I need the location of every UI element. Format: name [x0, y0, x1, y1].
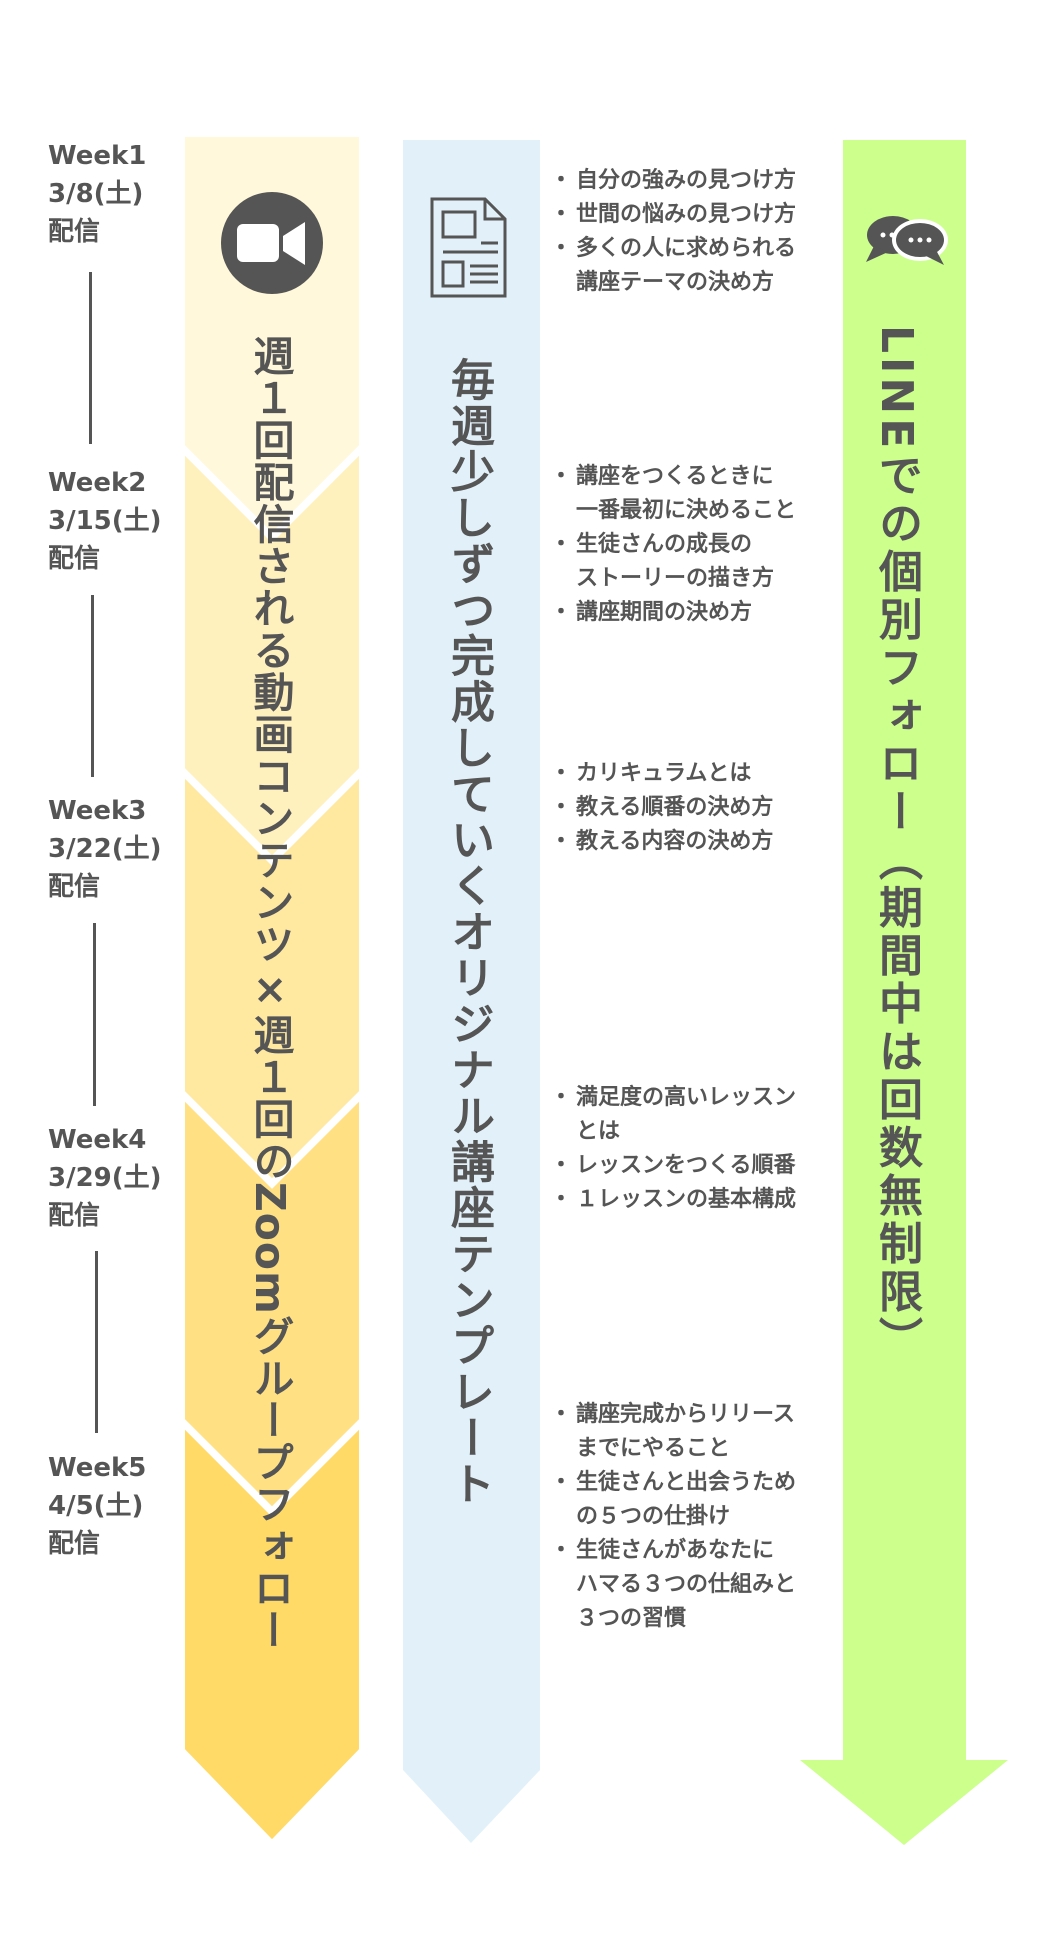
chat-bubbles-icon: [866, 216, 948, 265]
video-column-title: 週１回配信される動画コンテンツ×週１回のZoomグループフォロー: [246, 335, 294, 1651]
topic-item: 教える順番の決め方: [550, 791, 774, 825]
week-number: Week1: [48, 141, 147, 171]
week-date: 3/15(土): [48, 506, 162, 536]
week-note: 配信: [48, 544, 101, 574]
topic-line: 講座期間の決め方: [576, 600, 753, 625]
topic-item: 生徒さんの成長の ストーリーの描き方: [550, 528, 796, 596]
week-divider-line: [89, 272, 92, 444]
topic-line: ストーリーの描き方: [576, 566, 775, 591]
topic-line: レッスンをつくる順番: [576, 1153, 796, 1178]
topic-line: までにやること: [576, 1436, 731, 1461]
topic-line: 教える順番の決め方: [576, 795, 774, 820]
week-date: 4/5(土): [48, 1491, 144, 1521]
topic-line: 講座完成からリリース: [576, 1402, 795, 1427]
topic-line: 世間の悩みの見つけ方: [576, 202, 797, 227]
topic-item: 講座期間の決め方: [550, 596, 796, 630]
topic-item: 自分の強みの見つけ方: [550, 164, 797, 198]
week-label: Week5 4/5(土) 配信: [48, 1449, 146, 1563]
topic-line: カリキュラムとは: [576, 761, 752, 786]
topic-item: 満足度の高いレッスン とは: [550, 1081, 797, 1149]
video-stage-week2: [181, 446, 363, 861]
week-label: Week2 3/15(土) 配信: [48, 464, 162, 578]
video-stage-week3: [181, 769, 363, 1184]
week-note: 配信: [48, 1201, 101, 1231]
template-column-title: 毎週少しずつ完成していくオリジナル講座テンプレート: [443, 357, 494, 1507]
topic-item: １レッスンの基本構成: [550, 1183, 797, 1217]
template-column-arrow: [403, 140, 540, 1843]
line-column-arrow: [800, 140, 1008, 1845]
topic-item: 講座をつくるときに 一番最初に決めること: [550, 460, 797, 528]
week4-topics: 満足度の高いレッスン とは レッスンをつくる順番 １レッスンの基本構成: [550, 1081, 797, 1217]
week-date: 3/29(土): [48, 1163, 162, 1193]
topic-line: 満足度の高いレッスン: [576, 1085, 797, 1110]
week5-topics: 講座完成からリリース までにやること 生徒さんと出会うため の５つの仕掛け 生徒…: [550, 1398, 797, 1636]
week-divider-line: [93, 923, 96, 1106]
topic-line: 生徒さんの成長の: [576, 532, 753, 557]
topic-line: 教える内容の決め方: [576, 829, 774, 854]
week-label: Week3 3/22(土) 配信: [48, 792, 162, 906]
topic-item: 教える内容の決め方: [550, 825, 774, 859]
topic-item: レッスンをつくる順番: [550, 1149, 796, 1183]
week-date: 3/8(土): [48, 179, 144, 209]
week-number: Week3: [48, 796, 147, 826]
topic-line: の５つの仕掛け: [576, 1504, 731, 1529]
week-note: 配信: [48, 872, 101, 902]
topic-line: ハマる３つの仕組みと: [576, 1572, 797, 1597]
line-column-title: LINEでの個別フォロー（期間中は回数無制限）: [871, 325, 922, 1365]
week-label: Week1 3/8(土) 配信: [48, 137, 146, 251]
week-number: Week2: [48, 468, 147, 498]
week-divider-line: [95, 1251, 98, 1433]
video-camera-icon: [221, 192, 323, 294]
topic-item: カリキュラムとは: [550, 757, 773, 791]
topic-line: 講座をつくるときに: [576, 464, 774, 489]
document-icon: [430, 197, 507, 298]
video-stage-week4: [181, 1092, 363, 1512]
week1-topics: 自分の強みの見つけ方 世間の悩みの見つけ方 多くの人に求められる 講座テーマの決…: [550, 164, 797, 300]
topic-line: ３つの習慣: [576, 1606, 687, 1631]
topic-item: 生徒さんと出会うため の５つの仕掛け: [550, 1466, 797, 1534]
topic-item: 多くの人に求められる 講座テーマの決め方: [550, 232, 797, 300]
week-note: 配信: [48, 217, 101, 247]
topic-line: 多くの人に求められる: [576, 236, 797, 261]
topic-line: 自分の強みの見つけ方: [576, 168, 797, 193]
topic-line: 生徒さんがあなたに: [576, 1538, 775, 1563]
week-note: 配信: [48, 1529, 101, 1559]
video-column: [181, 133, 363, 1845]
topic-line: １レッスンの基本構成: [576, 1187, 797, 1212]
week-number: Week5: [48, 1453, 147, 1483]
topic-line: とは: [576, 1119, 621, 1144]
video-stage-week5: [181, 1420, 363, 1845]
topic-item: 世間の悩みの見つけ方: [550, 198, 797, 232]
week-label: Week4 3/29(土) 配信: [48, 1121, 162, 1235]
week2-topics: 講座をつくるときに 一番最初に決めること 生徒さんの成長の ストーリーの描き方 …: [550, 460, 797, 630]
week-date: 3/22(土): [48, 834, 162, 864]
week-divider-line: [91, 595, 94, 777]
week3-topics: カリキュラムとは 教える順番の決め方 教える内容の決め方: [550, 757, 774, 859]
topic-line: 生徒さんと出会うため: [576, 1470, 797, 1495]
topic-line: 講座テーマの決め方: [576, 270, 775, 295]
topic-line: 一番最初に決めること: [576, 498, 797, 523]
topic-item: 生徒さんがあなたに ハマる３つの仕組みと ３つの習慣: [550, 1534, 797, 1636]
week-number: Week4: [48, 1125, 147, 1155]
topic-item: 講座完成からリリース までにやること: [550, 1398, 796, 1466]
